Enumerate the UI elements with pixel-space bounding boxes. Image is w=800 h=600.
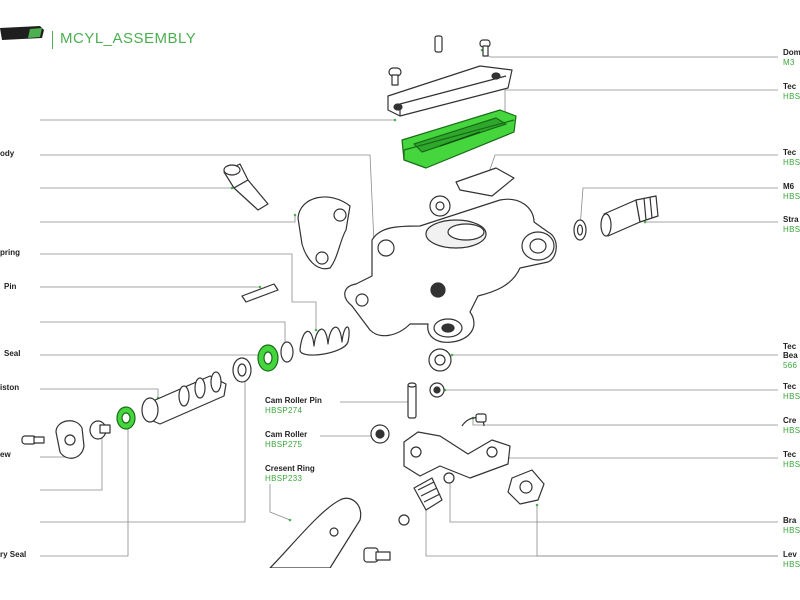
leader-lever-b — [424, 503, 778, 557]
cam-lever-part — [403, 431, 511, 479]
label-tech-bearing: Tec — [783, 342, 797, 351]
tech-screw-part — [475, 413, 487, 423]
code-cam-roller: HBSP275 — [265, 440, 303, 449]
caliper-body-part — [344, 198, 557, 343]
leader-m6 — [578, 187, 778, 230]
title-divider — [52, 31, 53, 49]
code-tech-1: HBS — [783, 392, 800, 401]
leader-clip — [40, 213, 297, 223]
code-straight-fitting: HBS — [783, 225, 800, 234]
leader-spring — [40, 253, 318, 332]
leader-body — [40, 154, 376, 245]
code-tech-2: HBS — [783, 460, 800, 469]
label-body: ody — [0, 149, 15, 158]
gasket-part — [455, 167, 515, 197]
code-crescent-ring: HBSP233 — [265, 474, 303, 483]
small-washer-part — [89, 420, 111, 440]
label-crescent-ring: Cresent Ring — [265, 464, 315, 473]
bottom-margin — [0, 568, 800, 600]
green-secondary-seal-part — [116, 406, 136, 430]
straight-fitting-part — [600, 195, 659, 237]
label-tech-1: Tec — [783, 382, 797, 391]
brake-knob-part — [507, 469, 545, 505]
cam-roller-pin-part — [407, 382, 417, 419]
leader-crescent — [471, 416, 778, 426]
lever-clip-part — [297, 196, 351, 270]
m6-washer-part — [573, 219, 587, 241]
leader-washer2 — [40, 433, 104, 491]
label-spring: pring — [0, 248, 20, 257]
label-piston: iston — [0, 383, 20, 392]
label-seal: Seal — [4, 349, 21, 358]
lever-blade-part — [269, 497, 362, 569]
label-screw: ew — [0, 450, 11, 459]
spring-washer-part — [280, 341, 294, 363]
bottom-screw-part — [363, 547, 391, 563]
code-m6: HBS — [783, 192, 800, 201]
leader-washer — [40, 321, 287, 346]
code-cam-roller-pin: HBSP274 — [265, 406, 303, 415]
code-tech-diaphragm: HBS — [783, 158, 800, 167]
code-dome-screw: M3 — [783, 58, 795, 67]
leader-brake — [448, 476, 778, 523]
leader-secondary-seal — [40, 418, 130, 557]
piston-part — [141, 371, 227, 425]
label-crescent: Cre — [783, 416, 797, 425]
label-tech-cover: Tec — [783, 82, 797, 91]
code-tech-bearing: 566 — [783, 361, 798, 370]
bolt-part — [223, 163, 269, 211]
parts — [21, 35, 659, 569]
leader-lines — [40, 48, 778, 557]
diaphragm-highlight-part — [401, 109, 517, 169]
adjuster-knob-part — [55, 420, 85, 459]
bearing-part — [428, 348, 452, 372]
pin-part — [241, 283, 279, 303]
label-dome-screw: Dom — [783, 48, 800, 57]
label-straight-fitting: Stra — [783, 215, 799, 224]
label-m6: M6 — [783, 182, 795, 191]
label-brake: Bra — [783, 516, 797, 525]
leader-crescent-ring — [269, 484, 292, 522]
dome-screw-part — [388, 35, 491, 86]
label-lever: Lev — [783, 550, 797, 559]
leader-cup — [40, 375, 247, 523]
label-pin: Pin — [4, 282, 17, 291]
page-title: MCYL_ASSEMBLY — [60, 30, 197, 47]
small-bushing-part — [429, 382, 445, 398]
label-secondary-seal: ry Seal — [0, 550, 27, 559]
spring-part — [299, 326, 350, 356]
code-lever: HBS — [783, 560, 800, 569]
label-tech-diaphragm: Tec — [783, 148, 797, 157]
leader-dome-screw — [480, 48, 778, 58]
cup-seal-part — [232, 357, 252, 383]
label-cam-roller-pin: Cam Roller Pin — [265, 396, 322, 405]
bearing-top-part — [429, 195, 451, 217]
brand-logo — [0, 26, 44, 40]
small-ball-part — [398, 514, 410, 526]
reservoir-cover-part — [387, 65, 513, 117]
leader-tech-cover — [503, 89, 778, 117]
label-tech-bearing-2: Bea — [783, 351, 798, 360]
code-crescent: HBS — [783, 426, 800, 435]
label-tech-2: Tec — [783, 450, 797, 459]
code-brake: HBS — [783, 526, 800, 535]
cam-roller-part — [370, 424, 390, 444]
leader-piston — [40, 388, 160, 400]
code-tech-cover: HBS — [783, 92, 800, 101]
green-seal-part — [257, 344, 279, 372]
label-cam-roller: Cam Roller — [265, 430, 308, 439]
threaded-pin-part — [413, 472, 455, 511]
small-screw-part — [21, 435, 45, 445]
leader-tech-diaphragm — [486, 154, 778, 177]
leader-lever — [535, 503, 778, 557]
